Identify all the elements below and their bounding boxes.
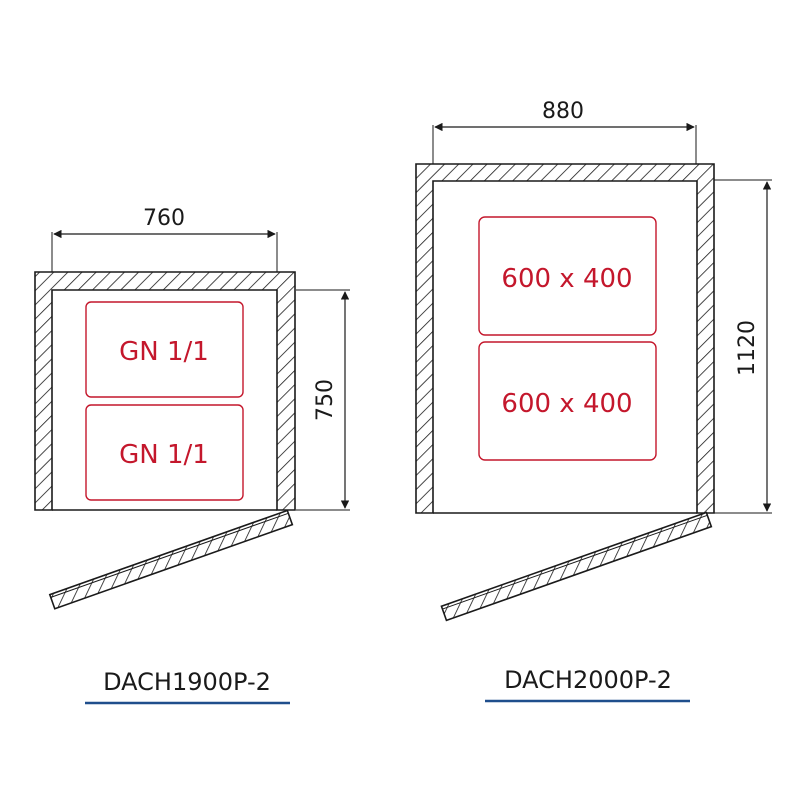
model-label: DACH1900P-2 (103, 668, 271, 696)
depth-dimension: 750 (296, 289, 350, 511)
cabinet-body (34, 271, 296, 511)
unit-dach1900p-2: 760 750 GN 1/1 GN 1/1 DACH1900P-2 (34, 206, 350, 705)
depth-label: 1120 (735, 320, 760, 376)
tray-label: GN 1/1 (119, 440, 209, 470)
model-label: DACH2000P-2 (504, 666, 672, 694)
tray-outline (478, 216, 657, 336)
width-dimension: 760 (51, 206, 278, 272)
cabinet-body (415, 163, 715, 514)
door-open (48, 509, 294, 610)
width-label: 880 (542, 99, 584, 124)
tray-outline (85, 404, 244, 501)
width-label: 760 (143, 206, 185, 231)
depth-dimension: 1120 (714, 179, 772, 514)
width-dimension: 880 (432, 99, 697, 164)
door-open (440, 511, 713, 622)
tray-label: 600 x 400 (501, 264, 632, 294)
tray-label: 600 x 400 (501, 389, 632, 419)
tray-label: GN 1/1 (119, 337, 209, 367)
tray-outline (85, 301, 244, 398)
tray-list: GN 1/1 GN 1/1 (85, 301, 244, 501)
tray-list: 600 x 400 600 x 400 (478, 216, 657, 461)
depth-label: 750 (313, 379, 338, 421)
unit-dach2000p-2: 880 1120 600 x 400 600 x 400 DACH2000P-2 (415, 99, 772, 703)
tray-outline (478, 341, 657, 461)
